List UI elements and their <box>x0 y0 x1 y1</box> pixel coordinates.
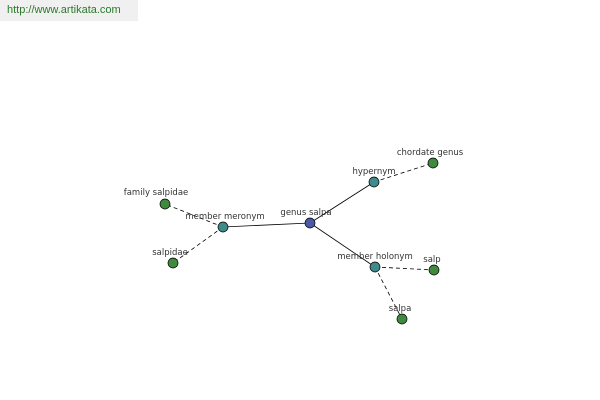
label-chordate-genus[interactable]: chordate genus <box>397 148 464 158</box>
edge-meronym-family-salpidae <box>164 203 224 228</box>
node-salpa[interactable] <box>396 313 408 325</box>
node-member-meronym[interactable] <box>217 221 229 233</box>
label-member-holonym[interactable]: member holonym <box>337 252 412 262</box>
label-genus-salpa[interactable]: genus salpa <box>280 208 331 218</box>
edge-center-member-holonym <box>309 222 376 268</box>
edge-holonym-salpa <box>374 266 403 320</box>
edge-meronym-salpidae <box>172 226 224 264</box>
edge-center-member-meronym <box>222 222 311 228</box>
edge-hypernym-chordate-genus <box>373 162 434 183</box>
label-member-meronym[interactable]: member meronym <box>185 212 264 222</box>
edge-holonym-salp <box>374 266 435 271</box>
label-salpidae[interactable]: salpidae <box>152 248 188 258</box>
node-salp[interactable] <box>428 264 440 276</box>
node-hypernym[interactable] <box>368 176 380 188</box>
node-genus-salpa[interactable] <box>304 217 316 229</box>
label-family-salpidae[interactable]: family salpidae <box>124 188 189 198</box>
source-url[interactable]: http://www.artikata.com <box>0 0 138 21</box>
node-family-salpidae[interactable] <box>159 198 171 210</box>
node-salpidae[interactable] <box>167 257 179 269</box>
label-salpa[interactable]: salpa <box>389 304 412 314</box>
edge-center-hypernym <box>309 181 375 224</box>
label-hypernym[interactable]: hypernym <box>352 167 395 177</box>
node-chordate-genus[interactable] <box>427 157 439 169</box>
node-member-holonym[interactable] <box>369 261 381 273</box>
label-salp[interactable]: salp <box>423 255 440 265</box>
